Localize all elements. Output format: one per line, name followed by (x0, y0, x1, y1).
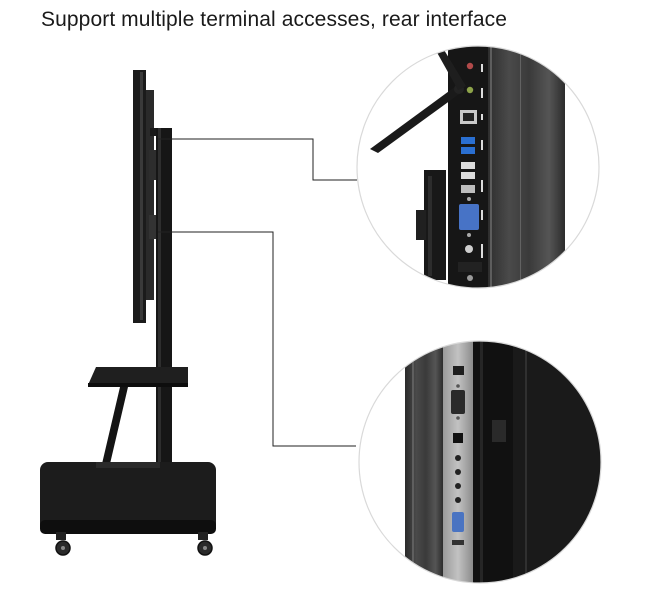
wifi-antenna (370, 86, 462, 153)
usb2-port (461, 162, 475, 169)
usb-b-port (453, 366, 464, 375)
audio-jack (455, 469, 461, 475)
audio-port (466, 86, 474, 94)
optical-port (453, 433, 463, 443)
display-panel (133, 70, 146, 323)
usb3-port (461, 147, 475, 154)
hdmi-port (461, 185, 475, 193)
serial-port (451, 390, 465, 414)
caster-wheel (197, 532, 213, 556)
audio-jack (455, 483, 461, 489)
tv-stand (40, 70, 216, 556)
usb3-port (461, 137, 475, 144)
zoom-circle-lower (358, 340, 602, 584)
module-bracket (424, 170, 446, 280)
vga-port (459, 204, 479, 230)
headline: Support multiple terminal accesses, rear… (41, 8, 508, 31)
display-frame (473, 341, 513, 583)
dc-power-port (465, 245, 473, 253)
usb2-port (461, 172, 475, 179)
audio-port (466, 62, 474, 70)
zoom-circle-upper (356, 45, 600, 289)
vga-port (452, 512, 464, 532)
equipment-shelf (88, 367, 188, 385)
stand-base (40, 462, 216, 534)
audio-jack (455, 455, 461, 461)
side-latch (492, 420, 506, 442)
caster-wheel (55, 532, 71, 556)
callout-line-upper (158, 138, 357, 181)
callout-line-lower (158, 231, 356, 447)
audio-jack (455, 497, 461, 503)
